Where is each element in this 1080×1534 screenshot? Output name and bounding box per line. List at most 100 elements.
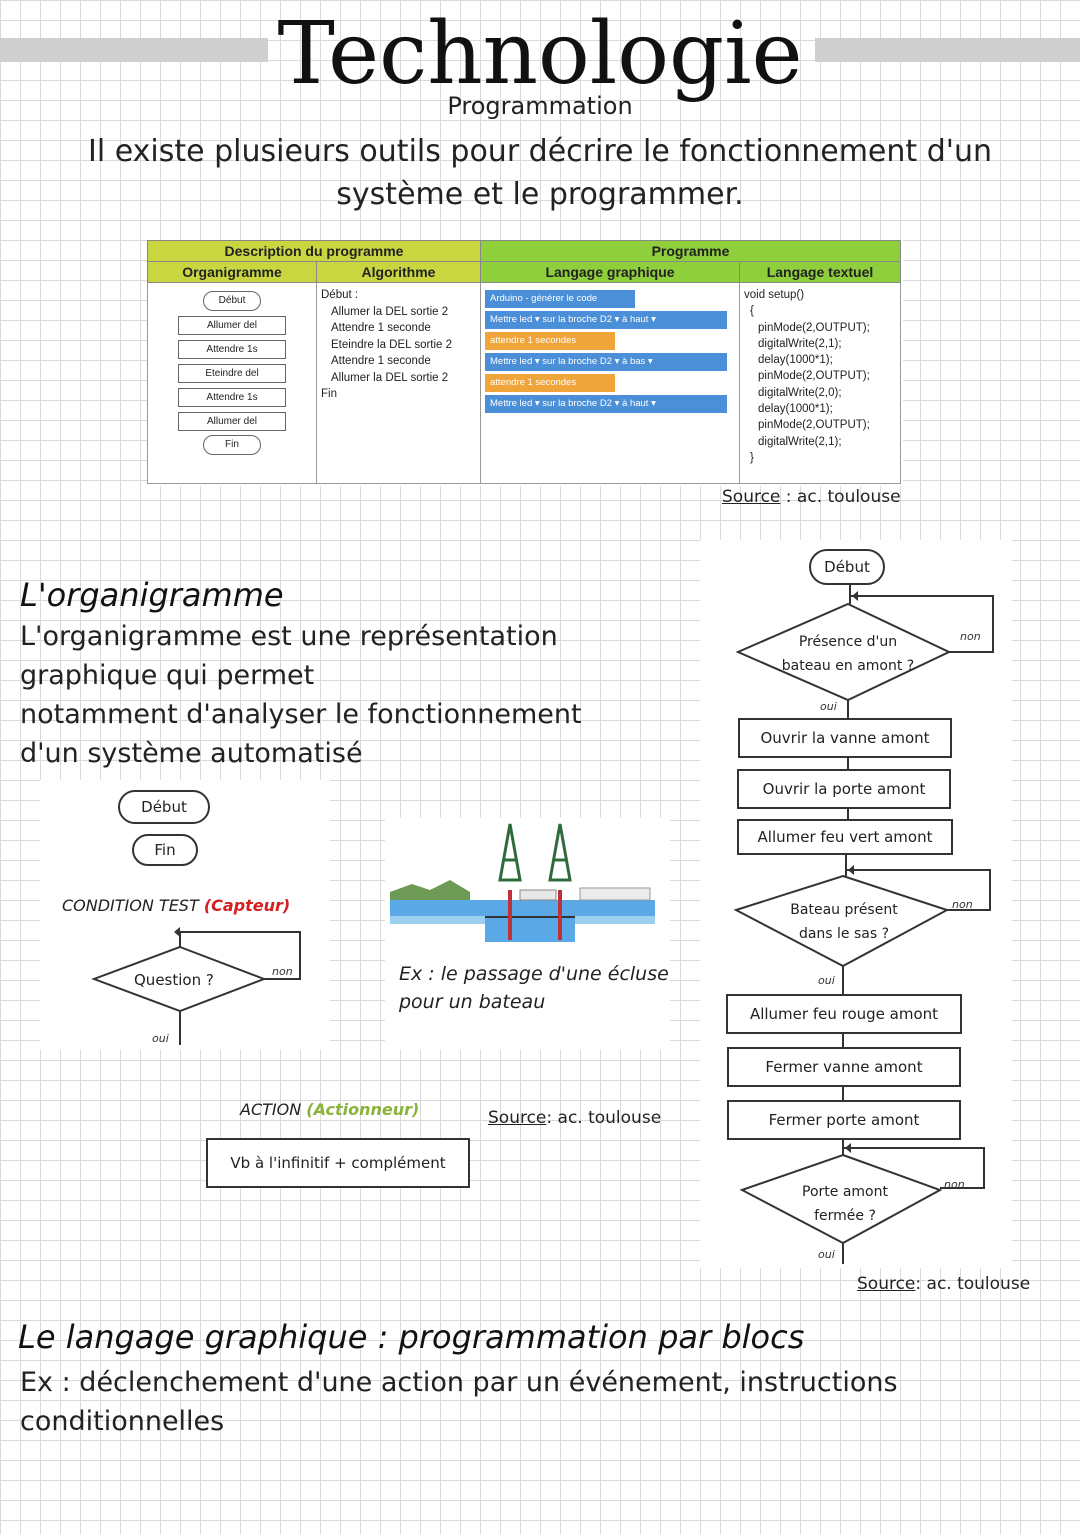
organigramme-heading: L'organigramme	[20, 576, 284, 614]
mini-flow-start: Début	[203, 291, 261, 311]
intro-text: Il existe plusieurs outils pour décrire …	[87, 134, 993, 212]
flow-action-5: Fermer vanne amont	[727, 1047, 961, 1087]
header-bar-left	[0, 38, 268, 62]
graphique-heading: Le langage graphique : programmation par…	[18, 1318, 805, 1356]
code-line: void setup()	[744, 289, 805, 301]
code-line: pinMode(2,OUTPUT);	[758, 321, 870, 334]
code-block: Mettre led ▾ sur la broche D2 ▾ à haut ▾	[485, 395, 727, 413]
organigramme-text: L'organigramme est une représentation gr…	[20, 617, 660, 773]
col-header-graphique: Langage graphique	[480, 261, 740, 283]
code-line: digitalWrite(2,1);	[758, 337, 842, 350]
source-text: : ac. toulouse	[915, 1274, 1031, 1294]
source-text: : ac. toulouse	[780, 487, 901, 507]
algo-line: Attendre 1 seconde	[331, 355, 431, 367]
boat	[519, 889, 557, 901]
arrowhead	[852, 591, 858, 601]
col-header-textuel: Langage textuel	[739, 261, 901, 283]
code-line: digitalWrite(2,0);	[758, 386, 842, 399]
flow-action-4: Allumer feu rouge amont	[726, 994, 962, 1034]
flow-non-3: non	[944, 1178, 965, 1191]
mini-flow-step: Attendre 1s	[178, 340, 286, 359]
legend-oui: oui	[152, 1032, 169, 1045]
loop-d1	[850, 595, 994, 653]
code-line: delay(1000*1);	[758, 354, 833, 367]
legend-condition-label: CONDITION TEST (Capteur)	[62, 896, 290, 915]
decision-line: bateau en amont ?	[781, 658, 915, 674]
arrowhead	[845, 1143, 851, 1153]
action-box: Vb à l'infinitif + complément	[206, 1138, 470, 1188]
decision-line: Porte amont	[802, 1184, 888, 1200]
code-block: Arduino - générer le code	[485, 290, 635, 308]
code-line: }	[750, 451, 754, 464]
algo-line: Début :	[321, 289, 359, 301]
water-left	[390, 916, 485, 924]
mini-flow-step: Allumer del	[178, 412, 286, 431]
flowchart-panel: Début Présence d'un bateau en amont ? no…	[700, 540, 1012, 1268]
program-table: Description du programme Programme Organ…	[147, 240, 901, 484]
cell-algorithme: Début : Allumer la DEL sortie 2 Attendre…	[316, 282, 481, 484]
source-ecluse: Source: ac. toulouse	[488, 1108, 661, 1128]
code-block: attendre 1 secondes	[485, 374, 615, 392]
code-line: digitalWrite(2,1);	[758, 435, 842, 448]
source-label[interactable]: Source	[722, 487, 781, 507]
program-table-panel: Description du programme Programme Organ…	[147, 240, 903, 486]
decision-line: dans le sas ?	[798, 926, 890, 942]
loop-d2	[846, 869, 991, 911]
cell-textuel: void setup() { pinMode(2,OUTPUT); digita…	[739, 282, 901, 484]
decision-d1-label: Présence d'un bateau en amont ?	[770, 630, 926, 678]
col-header-algorithme: Algorithme	[316, 261, 481, 283]
source-text: : ac. toulouse	[546, 1108, 662, 1128]
graphique-text: Ex : déclenchement d'une action par un é…	[20, 1363, 1060, 1441]
legend-non: non	[272, 965, 293, 978]
action-text: ACTION	[240, 1100, 302, 1119]
caption-line: pour un bateau	[399, 991, 546, 1013]
cell-organigramme: Début Allumer del Attendre 1s Eteindre d…	[147, 282, 317, 484]
bank-left	[390, 880, 470, 900]
col-header-organigramme: Organigramme	[147, 261, 317, 283]
lock-edge	[485, 916, 575, 918]
capteur-text: (Capteur)	[203, 896, 291, 915]
ecluse-panel: Ex : le passage d'une écluse pour un bat…	[385, 818, 670, 1050]
organigramme-line: graphique qui permet	[20, 660, 315, 691]
flow-start: Début	[809, 549, 885, 585]
loop-d3	[843, 1147, 985, 1189]
tower-left	[498, 823, 522, 882]
organigramme-line: L'organigramme est une représentation	[20, 621, 558, 652]
decision-line: Présence d'un	[798, 634, 898, 650]
mini-flow-step: Allumer del	[178, 316, 286, 335]
graphique-line: conditionnelles	[20, 1406, 225, 1437]
legend-fin: Fin	[132, 834, 198, 866]
gate-left	[508, 890, 512, 940]
flowchart-connectors	[733, 583, 994, 1264]
page-subtitle: Programmation	[447, 92, 633, 120]
code-line: pinMode(2,OUTPUT);	[758, 419, 870, 432]
code-line: pinMode(2,OUTPUT);	[758, 370, 870, 383]
group-header-description: Description du programme	[147, 240, 481, 262]
ecluse-illustration	[390, 823, 655, 942]
code-block: Mettre led ▾ sur la broche D2 ▾ à haut ▾	[485, 311, 727, 329]
algo-line: Allumer la DEL sortie 2	[331, 305, 449, 318]
source-label[interactable]: Source	[488, 1108, 547, 1128]
actionneur-text: (Actionneur)	[306, 1100, 420, 1119]
source-label[interactable]: Source	[857, 1274, 916, 1294]
bank-right	[579, 887, 651, 901]
flow-action-1: Ouvrir la vanne amont	[738, 718, 952, 758]
code-line: delay(1000*1);	[758, 403, 833, 416]
algo-line: Allumer la DEL sortie 2	[331, 371, 449, 384]
legend-panel: Début Fin CONDITION TEST (Capteur) Quest…	[40, 780, 330, 1050]
legend-question: Question ?	[134, 971, 214, 989]
decision-d2-label: Bateau présent dans le sas ?	[764, 898, 924, 946]
mini-flow-step: Eteindre del	[178, 364, 286, 383]
legend-debut: Début	[118, 790, 210, 824]
header-bar-right	[815, 38, 1080, 62]
algo-line: Fin	[321, 388, 337, 400]
flow-oui-1: oui	[820, 700, 837, 713]
gate-right	[558, 890, 562, 940]
group-header-programme: Programme	[480, 240, 901, 262]
legend-condition-diagram	[91, 927, 301, 1045]
code-line: {	[750, 305, 754, 318]
flow-action-2: Ouvrir la porte amont	[737, 769, 951, 809]
mini-flow-end: Fin	[203, 435, 261, 455]
cell-graphique: Arduino - générer le code Mettre led ▾ s…	[480, 282, 740, 484]
organigramme-line: d'un système automatisé	[20, 738, 363, 769]
